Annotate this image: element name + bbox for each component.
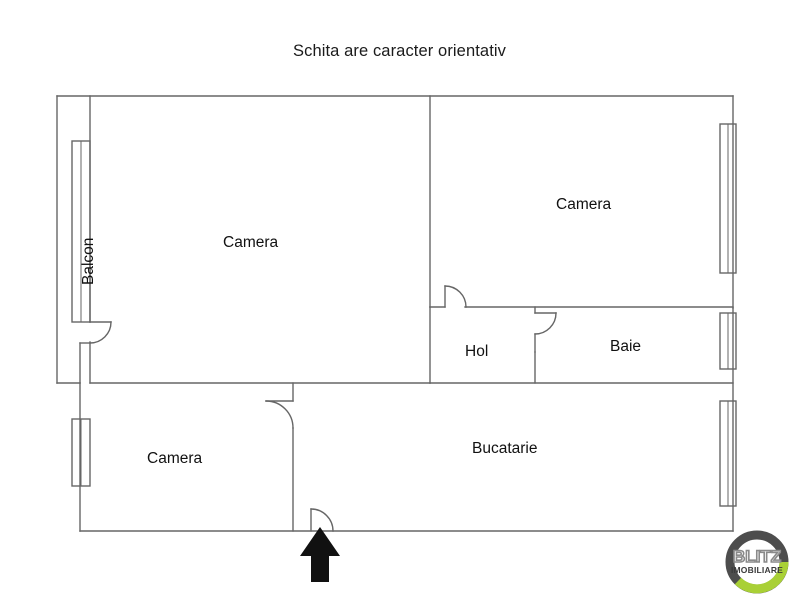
door-balcony-arc — [89, 321, 112, 344]
room-label-camera-left: Camera — [223, 234, 279, 251]
door-baie-arc — [534, 312, 557, 335]
room-label-camera-bottom: Camera — [147, 450, 203, 467]
room-label-balcon: Balcon — [80, 237, 97, 285]
door-camera-bottom-arc — [265, 400, 294, 429]
brand-logo-icon: BLITZ IMOBILIARE — [725, 530, 789, 594]
room-label-bucatarie: Bucatarie — [472, 440, 538, 457]
entrance-arrow-icon — [300, 527, 340, 582]
room-label-hol: Hol — [465, 343, 489, 360]
door-entrance-arc — [310, 508, 334, 532]
logo-ring-accent — [734, 561, 789, 594]
room-label-baie: Baie — [610, 338, 642, 355]
page-title: Schita are caracter orientativ — [292, 42, 506, 60]
door-hol-arc — [444, 285, 467, 308]
brand-logo: BLITZ IMOBILIARE — [718, 528, 796, 598]
logo-brand-text: BLITZ — [733, 547, 781, 566]
room-label-camera-top-right: Camera — [556, 196, 612, 213]
logo-inner-disc — [735, 540, 779, 584]
logo-subtitle-text: IMOBILIARE — [731, 565, 783, 575]
